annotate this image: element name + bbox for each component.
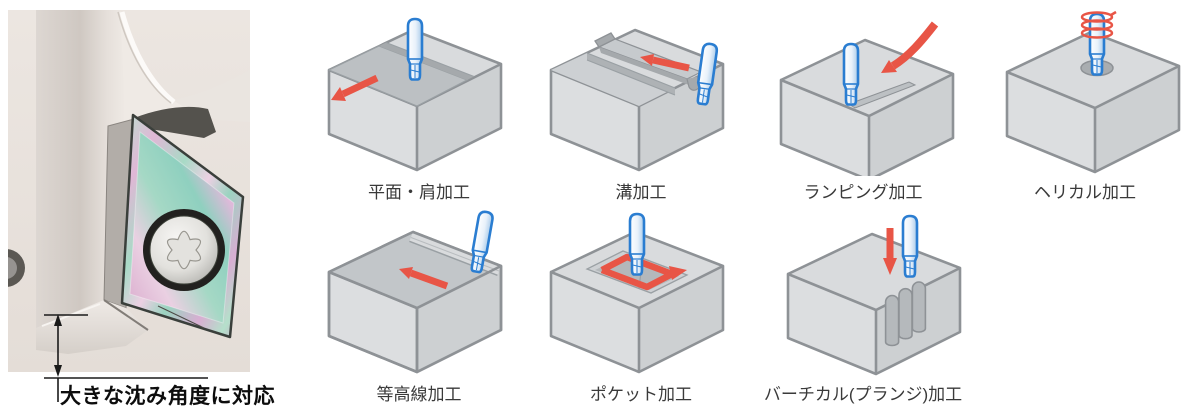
torx-star-icon bbox=[166, 230, 202, 270]
diagram-vertical-plunge: バーチカル(プランジ)加工 bbox=[752, 210, 974, 405]
ramp-cut bbox=[847, 81, 917, 109]
feed-direction-arrow-icon bbox=[399, 267, 449, 290]
end-mill-icon bbox=[901, 214, 919, 278]
pocket-loop-arrow-icon bbox=[600, 266, 687, 291]
diagram-helical: ヘリカル加工 bbox=[974, 8, 1196, 203]
end-mill-icon bbox=[628, 212, 646, 276]
face-shoulder-illustration bbox=[327, 17, 503, 172]
diagram-face-shoulder: 平面・肩加工 bbox=[308, 8, 530, 203]
plunge-arrow-icon bbox=[883, 228, 897, 275]
insert-photo-illustration bbox=[0, 10, 250, 372]
pocketing-illustration bbox=[549, 212, 725, 374]
operation-label: ポケット加工 bbox=[590, 385, 692, 404]
torx-screw bbox=[143, 209, 225, 291]
diagram-pocketing: ポケット加工 bbox=[530, 210, 752, 405]
pocket-loop-arrow-back bbox=[600, 253, 674, 278]
operation-label: バーチカル(プランジ)加工 bbox=[763, 385, 963, 404]
ramp-arrow-icon bbox=[881, 21, 939, 73]
helix-arrow-icon bbox=[1080, 10, 1117, 39]
operation-label: 平面・肩加工 bbox=[368, 183, 470, 202]
workpiece bbox=[779, 38, 955, 176]
operations-row-1: 平面・肩加工 溝加工 bbox=[308, 8, 1196, 203]
helical-illustration bbox=[1005, 10, 1181, 174]
diagram-ramping: ランピング加工 bbox=[752, 8, 974, 203]
diagram-contour: 等高線加工 bbox=[308, 210, 530, 405]
dimension-arrow-icon bbox=[44, 314, 208, 402]
slotting-illustration bbox=[549, 28, 725, 172]
feed-direction-arrow-icon bbox=[331, 74, 379, 101]
plunge-scallops bbox=[884, 281, 927, 347]
end-mill-icon bbox=[842, 42, 860, 106]
end-mill-icon bbox=[406, 17, 424, 81]
tool-insert-photo bbox=[0, 10, 250, 372]
workpiece bbox=[786, 232, 962, 376]
vertical-plunge-illustration bbox=[786, 214, 962, 376]
plunge-angle-caption: 大きな沈み角度に対応 bbox=[60, 385, 275, 408]
diagram-slotting: 溝加工 bbox=[530, 8, 752, 203]
machined-surface bbox=[327, 41, 475, 107]
contour-illustration bbox=[327, 210, 503, 374]
operations-grid: 平面・肩加工 溝加工 bbox=[308, 0, 1200, 420]
operation-label: 溝加工 bbox=[615, 183, 667, 202]
operations-row-2: 等高線加工 ポケット加工 bbox=[308, 210, 974, 405]
end-mill-icon bbox=[1088, 12, 1106, 76]
operation-label: ヘリカル加工 bbox=[1034, 183, 1136, 202]
ramping-illustration bbox=[779, 21, 955, 176]
operation-label: 等高線加工 bbox=[376, 385, 462, 404]
operation-label: ランピング加工 bbox=[803, 183, 923, 202]
feed-direction-arrow-icon bbox=[640, 54, 690, 72]
